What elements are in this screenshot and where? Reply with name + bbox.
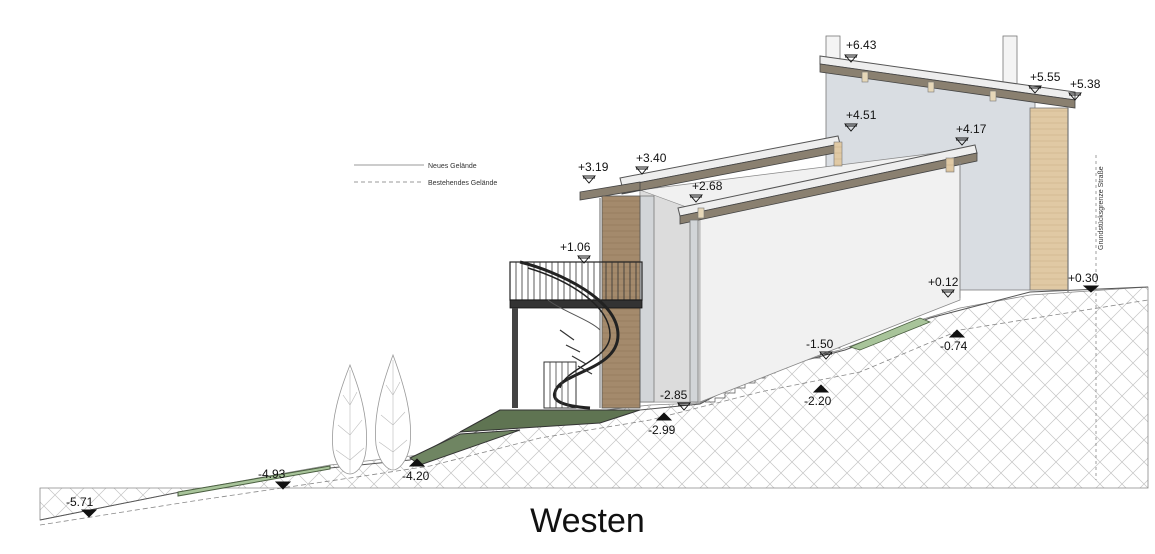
level-marker: +1.06 — [560, 240, 591, 264]
left-tower-roof — [579, 181, 641, 201]
level-marker: +3.40 — [635, 151, 667, 175]
level-marker: -4.93 — [258, 467, 292, 490]
svg-text:-2.85: -2.85 — [660, 388, 688, 402]
wood-cladding-column — [1029, 107, 1069, 291]
rafter-ends — [861, 71, 997, 102]
svg-text:-0.74: -0.74 — [940, 339, 968, 353]
svg-text:+5.38: +5.38 — [1070, 77, 1101, 91]
svg-text:+5.55: +5.55 — [1030, 70, 1061, 84]
level-marker: +4.17 — [955, 122, 987, 146]
svg-text:+6.43: +6.43 — [846, 38, 877, 52]
level-marker: -1.50 — [806, 337, 834, 360]
svg-text:+1.06: +1.06 — [560, 240, 591, 254]
svg-text:+3.19: +3.19 — [578, 160, 609, 174]
chimney — [1002, 35, 1018, 85]
existing-ground — [39, 286, 1149, 521]
wall-pilaster — [689, 219, 699, 403]
level-marker: +5.38 — [1068, 77, 1101, 101]
level-marker: -4.20 — [402, 458, 430, 483]
view-title: Westen — [530, 502, 645, 540]
level-marker: -2.99 — [648, 412, 676, 437]
existing-terrain-line — [39, 299, 1149, 526]
svg-text:+3.40: +3.40 — [636, 151, 667, 165]
svg-text:+4.51: +4.51 — [846, 108, 877, 122]
svg-text:-1.50: -1.50 — [806, 337, 834, 351]
level-marker: +2.68 — [689, 179, 723, 203]
rafter-end — [833, 141, 843, 167]
rafter-end — [945, 157, 955, 173]
legend-label-existing: Bestehendes Gelände — [428, 180, 497, 187]
level-marker: -5.71 — [66, 495, 98, 518]
spiral-staircase — [519, 260, 620, 410]
garden-terraces — [177, 317, 932, 497]
level-marker: +4.51 — [844, 108, 877, 132]
level-marker: +0.12 — [928, 275, 959, 298]
level-marker: +5.55 — [1028, 70, 1061, 94]
legend-label-new: Neues Gelände — [428, 163, 477, 170]
level-marker: -2.20 — [804, 384, 832, 408]
svg-text:+0.30: +0.30 — [1068, 271, 1099, 285]
lower-roof-beam — [679, 152, 978, 225]
svg-text:+4.17: +4.17 — [956, 122, 987, 136]
svg-text:-4.20: -4.20 — [402, 469, 430, 483]
level-marker: -0.74 — [940, 329, 968, 353]
upper-roof-beam — [819, 63, 1076, 109]
svg-text:-2.99: -2.99 — [648, 423, 676, 437]
balcony — [509, 261, 643, 408]
svg-text:-4.93: -4.93 — [258, 467, 286, 481]
svg-text:+2.68: +2.68 — [692, 179, 723, 193]
cypress-tree — [332, 363, 367, 475]
level-marker: +6.43 — [844, 38, 877, 63]
level-marker: -2.85 — [660, 388, 691, 411]
legend: Neues Gelände Bestehendes Gelände — [354, 163, 497, 187]
level-marker: +0.30 — [1068, 271, 1100, 293]
level-markers: +6.43 +5.55 +5.38 +4.51 +4.17 +3.40 +3.1… — [66, 38, 1101, 518]
level-marker: +3.19 — [578, 160, 609, 184]
svg-text:+0.12: +0.12 — [928, 275, 959, 289]
svg-text:-2.20: -2.20 — [804, 394, 832, 408]
rafter-end — [697, 207, 705, 219]
cypress-tree — [375, 353, 411, 471]
svg-text:-5.71: -5.71 — [66, 495, 94, 509]
boundary-label: Grundstücksgrenze Straße — [1098, 166, 1105, 250]
